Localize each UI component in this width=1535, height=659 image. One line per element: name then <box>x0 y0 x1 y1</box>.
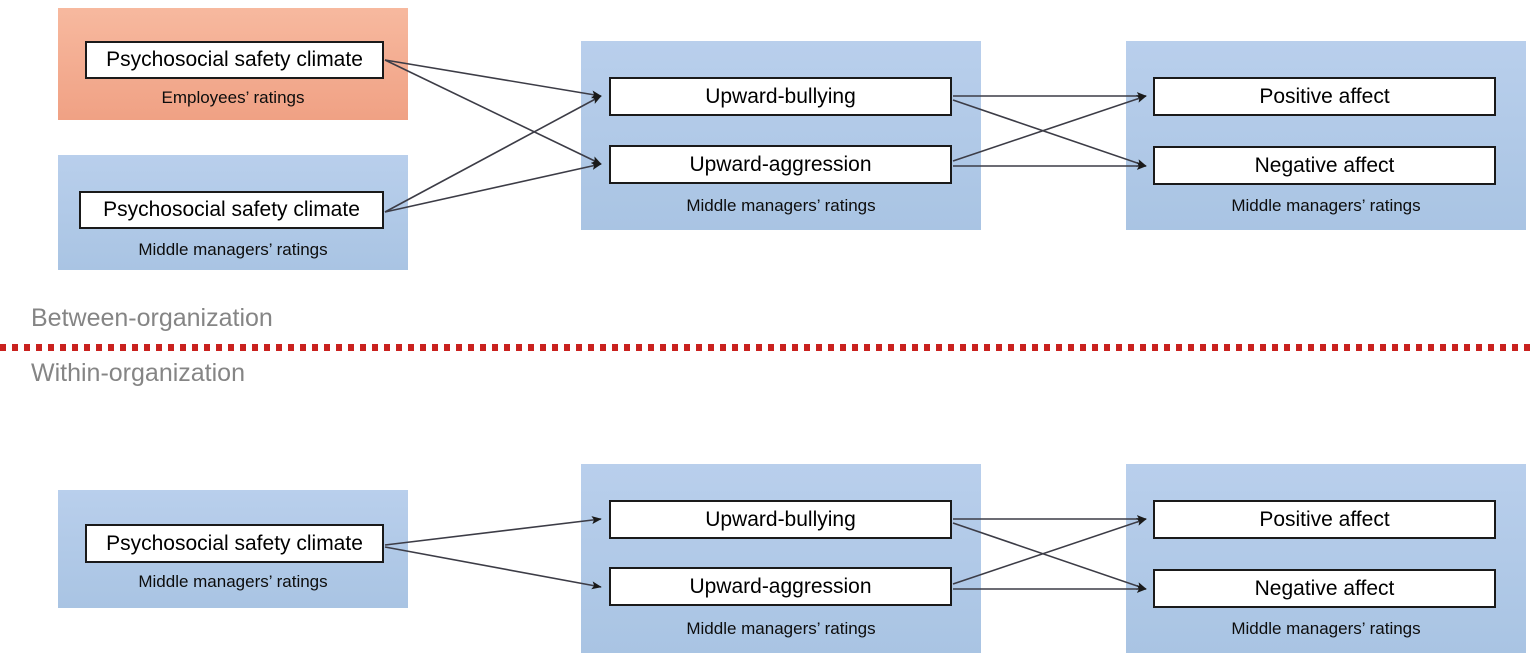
caption-mediators-between: Middle managers’ ratings <box>686 196 876 215</box>
edge-aggression-to-positive-affect-between <box>952 95 1147 162</box>
node-negative-affect-between[interactable]: Negative affect <box>1153 146 1496 185</box>
caption-outcomes-within: Middle managers’ ratings <box>1231 619 1421 638</box>
edge-psc-managers-to-upward-bullying-within <box>384 516 602 546</box>
edge-psc-managers-to-upward-aggression-between <box>384 162 602 213</box>
node-negative-affect-within[interactable]: Negative affect <box>1153 569 1496 608</box>
edge-psc-employees-to-upward-aggression <box>384 59 602 165</box>
label-between-organization: Between-organization <box>31 304 273 332</box>
panel-mediators-within <box>581 464 981 653</box>
edge-psc-managers-to-upward-bullying-between <box>384 95 602 213</box>
node-upward-aggression-within[interactable]: Upward-aggression <box>609 567 952 606</box>
node-psc-employees-between[interactable]: Psychosocial safety climate <box>85 41 384 79</box>
node-psc-managers-within[interactable]: Psychosocial safety climate <box>85 524 384 563</box>
label-within-organization: Within-organization <box>31 359 245 387</box>
panel-outcomes-within <box>1126 464 1526 653</box>
node-positive-affect-within[interactable]: Positive affect <box>1153 500 1496 539</box>
caption-mediators-within: Middle managers’ ratings <box>686 619 876 638</box>
level-divider <box>0 344 1535 351</box>
caption-outcomes-between: Middle managers’ ratings <box>1231 196 1421 215</box>
edge-psc-managers-to-upward-aggression-within <box>384 546 602 590</box>
edge-bullying-to-negative-affect-within <box>952 522 1147 590</box>
edge-aggression-to-positive-affect-within <box>952 518 1147 585</box>
node-upward-bullying-within[interactable]: Upward-bullying <box>609 500 952 539</box>
node-positive-affect-between[interactable]: Positive affect <box>1153 77 1496 116</box>
edge-psc-employees-to-upward-bullying <box>384 59 602 99</box>
edge-bullying-to-negative-affect-between <box>952 99 1147 167</box>
panel-mediators-between <box>581 41 981 230</box>
caption-psc-managers-between: Middle managers’ ratings <box>138 240 328 259</box>
node-upward-bullying-between[interactable]: Upward-bullying <box>609 77 952 116</box>
caption-psc-employees-between: Employees’ ratings <box>161 88 305 107</box>
node-upward-aggression-between[interactable]: Upward-aggression <box>609 145 952 184</box>
caption-psc-managers-within: Middle managers’ ratings <box>138 572 328 591</box>
panel-outcomes-between <box>1126 41 1526 230</box>
node-psc-managers-between[interactable]: Psychosocial safety climate <box>79 191 384 229</box>
